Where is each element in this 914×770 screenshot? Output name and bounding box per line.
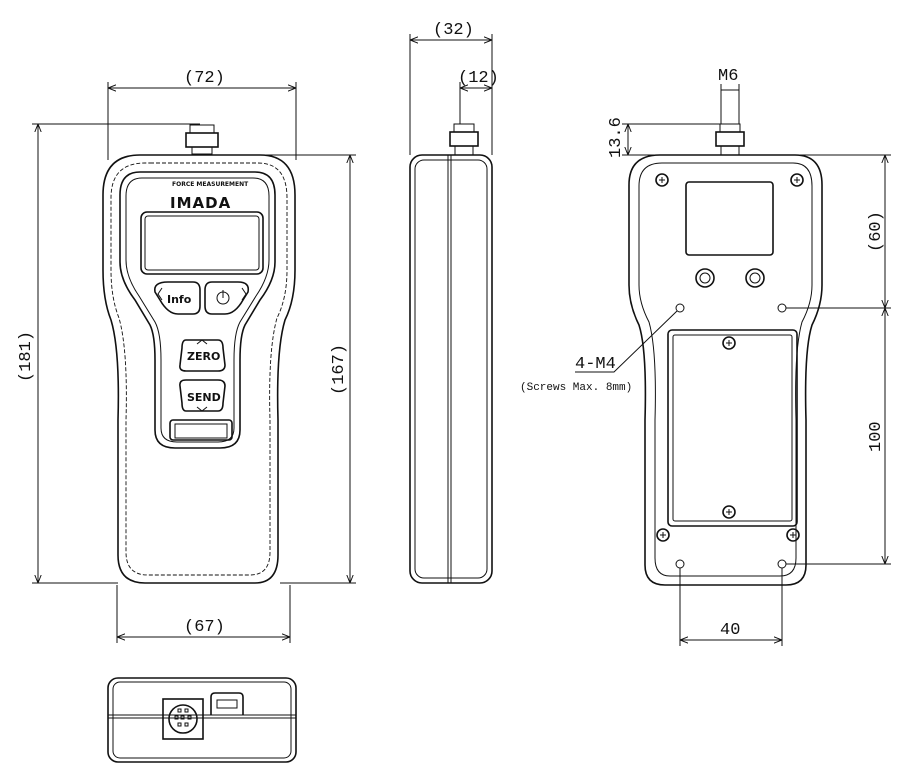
brand-logo: IMADA — [170, 194, 231, 212]
dim-width-top: (72) — [184, 69, 225, 88]
usb-port-icon — [210, 692, 244, 715]
dim-width-bottom: (67) — [184, 618, 225, 637]
screw-icons — [655, 173, 804, 542]
side-view: (32) (12) — [409, 21, 499, 584]
front-view: FORCE MEASUREMENT IMADA Info ZERO SEND (… — [17, 69, 356, 643]
hole-note: (Screws Max. 8mm) — [520, 382, 632, 394]
dim-hole-pitch-h: 40 — [720, 621, 740, 640]
dim-thread: M6 — [718, 67, 738, 86]
dim-height-total: (181) — [17, 331, 36, 382]
m4-holes — [675, 303, 787, 569]
zero-button: ZERO — [187, 350, 220, 363]
dim-stem-height: 13.6 — [607, 117, 626, 158]
bottom-view — [107, 677, 297, 763]
dim-depth: (32) — [433, 21, 474, 40]
dim-stem: (12) — [458, 69, 499, 88]
send-button: SEND — [187, 391, 221, 404]
hole-label: 4-M4 — [575, 355, 616, 374]
back-view: M6 13.6 (60) 100 40 4-M4 (Screws Max. 8m… — [520, 67, 891, 646]
din-connector-icon — [162, 698, 204, 740]
info-button: Info — [167, 293, 192, 306]
brand-subtitle: FORCE MEASUREMENT — [172, 181, 249, 188]
dim-height-body: (167) — [330, 344, 349, 395]
dim-upper: (60) — [867, 211, 886, 252]
dim-hole-pitch-v: 100 — [867, 421, 886, 452]
